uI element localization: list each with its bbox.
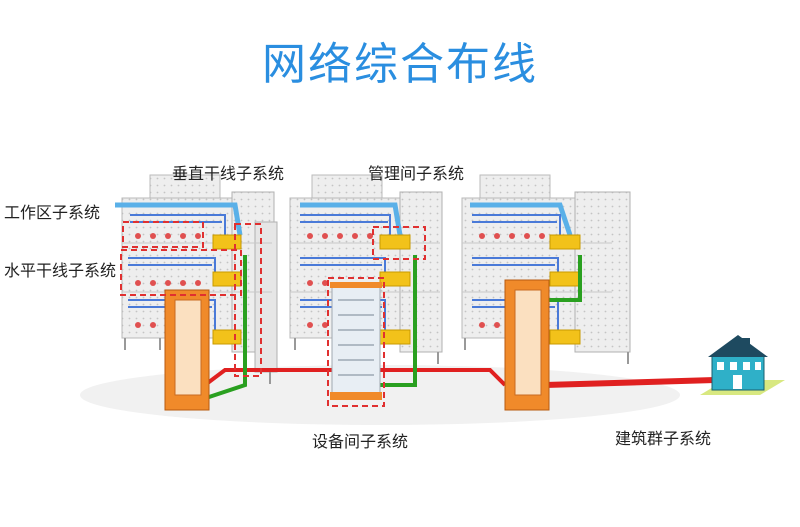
cabinet-3 <box>504 279 550 411</box>
riser-cable-1 <box>199 255 247 402</box>
riser-cable-2 <box>375 255 417 387</box>
highlight-admin <box>372 226 426 260</box>
highlight-horizontal <box>120 249 242 296</box>
label-vertical-backbone: 垂直干线子系统 <box>172 164 285 183</box>
highlight-work-area <box>122 221 204 248</box>
cabinet-1 <box>164 289 210 411</box>
building-3 <box>461 174 631 364</box>
label-equipment-room: 设备间子系统 <box>312 432 409 451</box>
page-title: 网络综合布线 <box>262 39 538 90</box>
highlight-equipment <box>327 277 385 407</box>
house-icon <box>700 335 785 395</box>
riser-cable-3 <box>545 255 582 302</box>
label-horizontal: 水平干线子系统 <box>4 261 117 280</box>
building-link-cable <box>544 377 716 388</box>
equipment-rack <box>330 282 382 400</box>
highlight-vertical <box>234 223 262 377</box>
label-admin: 管理间子系统 <box>368 164 465 183</box>
label-building-complex: 建筑群子系统 <box>615 429 712 448</box>
label-work-area: 工作区子系统 <box>4 203 101 222</box>
